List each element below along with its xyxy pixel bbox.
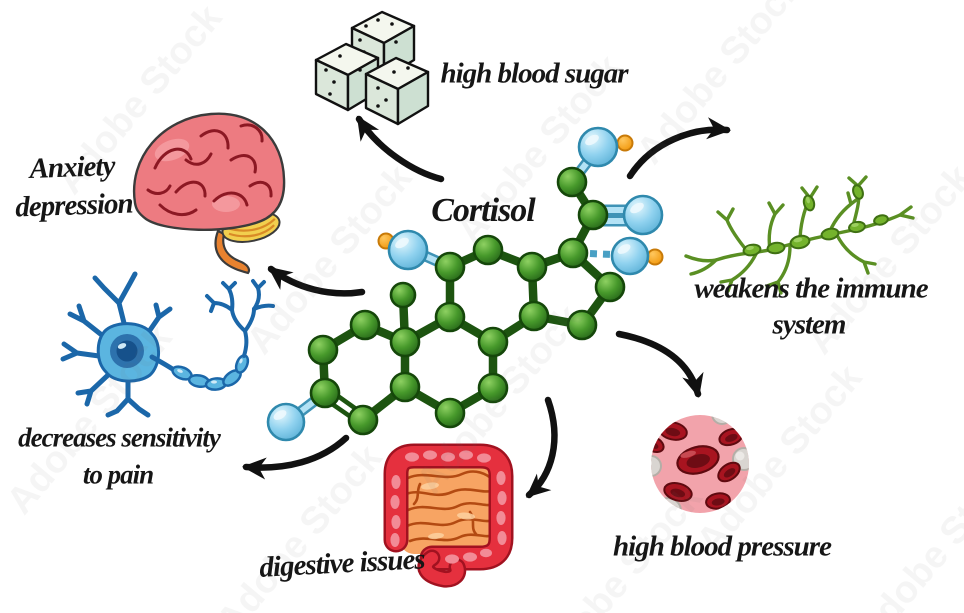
intestines-icon xyxy=(383,443,514,588)
neuron-icon xyxy=(60,271,275,418)
sugar-cubes-icon xyxy=(314,10,430,126)
carbon-atoms xyxy=(307,166,626,436)
haustra-highlights xyxy=(390,450,507,564)
label-cortisol: Cortisol xyxy=(431,192,535,229)
hydrogen-atoms xyxy=(377,134,664,266)
red-blood-cells xyxy=(651,421,744,510)
label-anxiety-line1: Anxiety xyxy=(29,150,115,185)
label-high-blood-pressure: high blood pressure xyxy=(613,530,832,563)
label-high-blood-sugar: high blood sugar xyxy=(440,57,628,90)
arrow-to-sugar xyxy=(355,115,445,183)
label-pain-line2: to pain xyxy=(82,459,154,490)
cortisol-molecule-icon xyxy=(266,126,664,442)
arrow-to-pain xyxy=(242,434,350,480)
label-immune-line2: system xyxy=(772,308,847,341)
arrow-to-immune xyxy=(626,117,731,180)
label-immune-line1: weakens the immune xyxy=(694,272,928,305)
label-anxiety-line2: depression xyxy=(14,187,134,224)
arrow-to-digestive xyxy=(525,396,558,499)
arrow-to-blood-pressure xyxy=(615,330,704,398)
label-pain-line1: decreases sensitivity xyxy=(18,422,221,453)
brain-icon xyxy=(132,112,286,275)
lymphatic-vessel-icon xyxy=(684,175,915,295)
arrows xyxy=(242,115,731,499)
arrow-to-brain xyxy=(267,265,366,297)
blood-cells-icon xyxy=(651,415,749,513)
